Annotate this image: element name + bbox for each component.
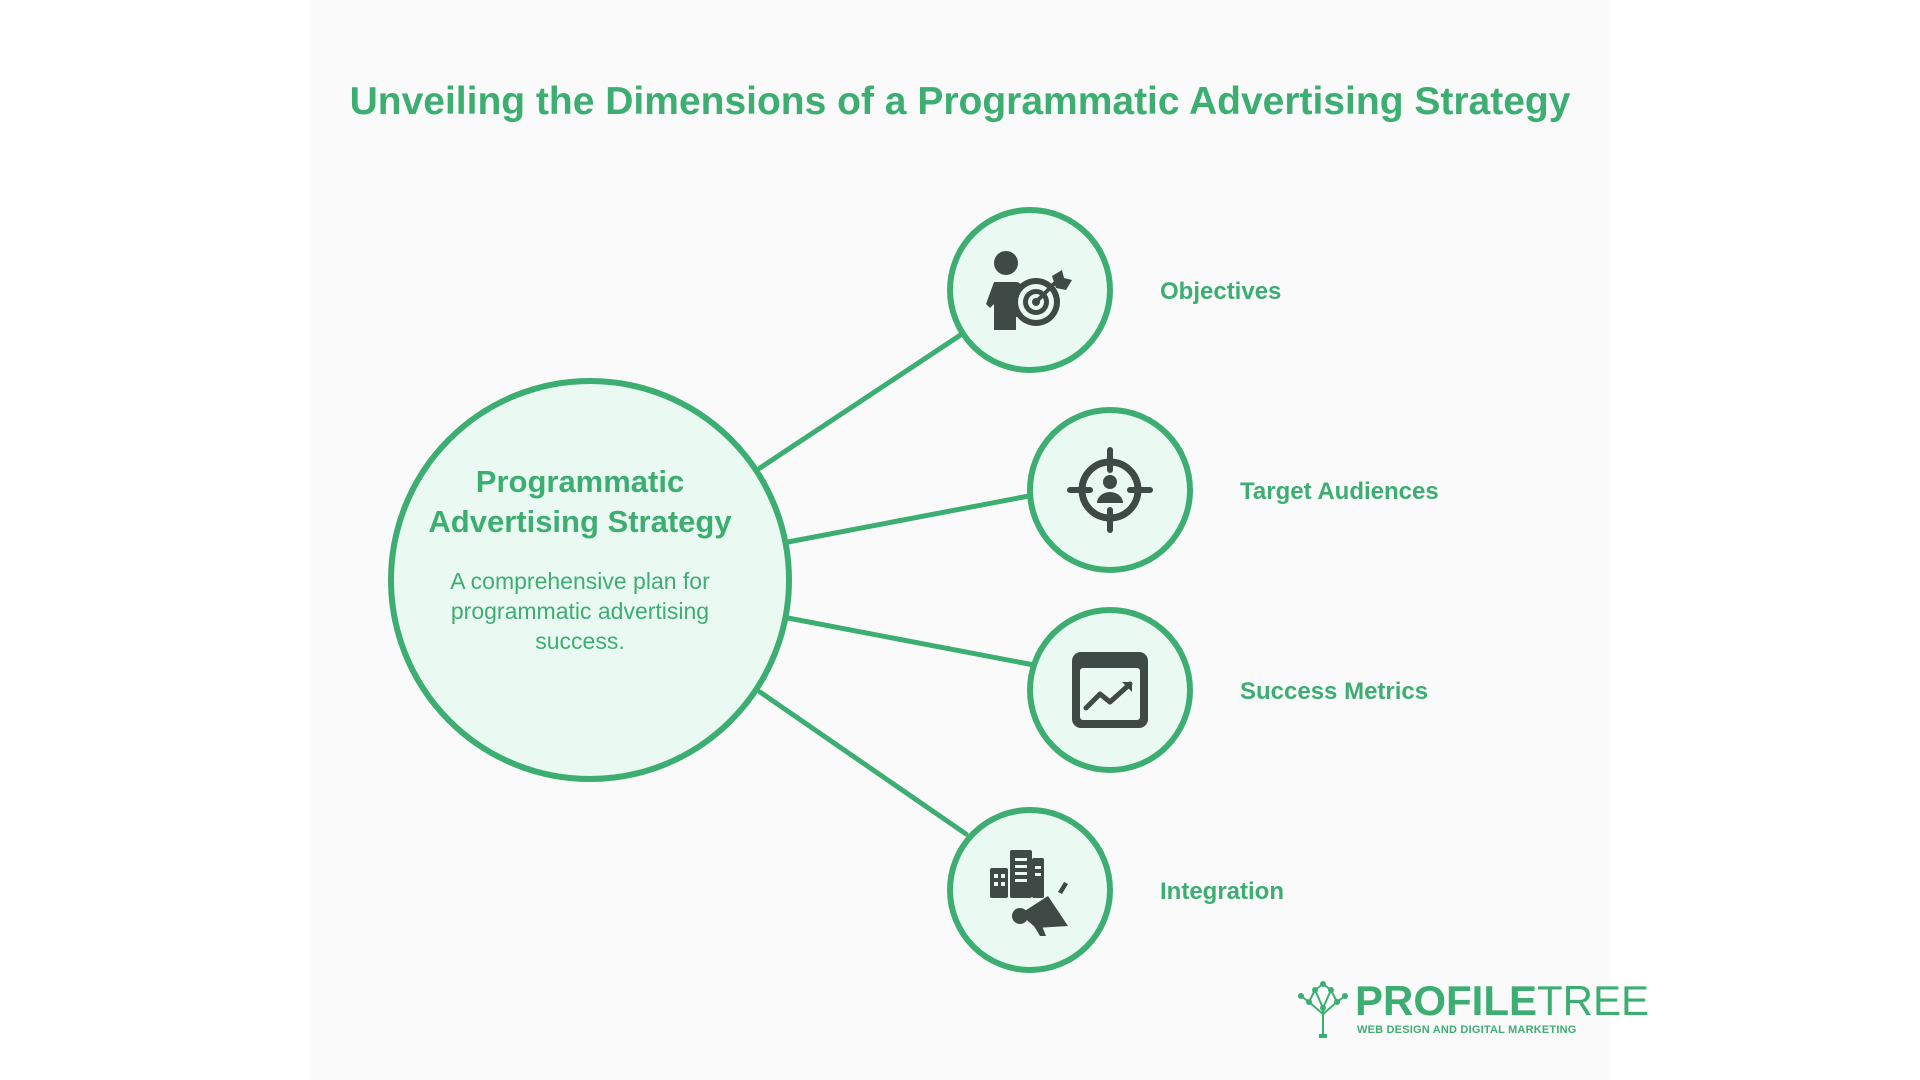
- node-label-integration: Integration: [1160, 878, 1284, 905]
- connector-success-metrics: [785, 615, 1037, 668]
- logo-wordmark: PROFILETREE: [1355, 978, 1649, 1024]
- connector-integration: [757, 689, 969, 837]
- page-title: Unveiling the Dimensions of a Programmat…: [349, 80, 1571, 123]
- central-topic-description: A comprehensive plan for programmatic ad…: [450, 568, 710, 654]
- node-label-objectives: Objectives: [1160, 278, 1282, 305]
- connector-target-audiences: [785, 492, 1037, 545]
- node-label-target-audiences: Target Audiences: [1240, 478, 1439, 505]
- node-circle-target-audiences: [1027, 407, 1193, 573]
- tree-logo-icon: [1298, 981, 1348, 1038]
- buildings-megaphone-icon: [990, 850, 1068, 936]
- connector-objectives: [757, 331, 965, 471]
- central-topic-title: Programmatic Advertising Strategy: [428, 464, 732, 539]
- node-label-success-metrics: Success Metrics: [1240, 678, 1429, 705]
- trend-chart-icon: [1072, 652, 1148, 728]
- central-topic: Programmatic Advertising Strategy A comp…: [410, 462, 750, 656]
- profiletree-logo: PROFILETREE WEB DESIGN AND DIGITAL MARKE…: [1295, 978, 1649, 1040]
- logo-tagline: WEB DESIGN AND DIGITAL MARKETING: [1357, 1024, 1577, 1036]
- logo-wordmark-thin: TREE: [1537, 977, 1650, 1024]
- person-target-icon: [986, 251, 1072, 330]
- crosshair-person-icon: [1067, 447, 1153, 533]
- central-circle: [388, 378, 792, 782]
- logo-wordmark-bold: PROFILE: [1355, 977, 1538, 1024]
